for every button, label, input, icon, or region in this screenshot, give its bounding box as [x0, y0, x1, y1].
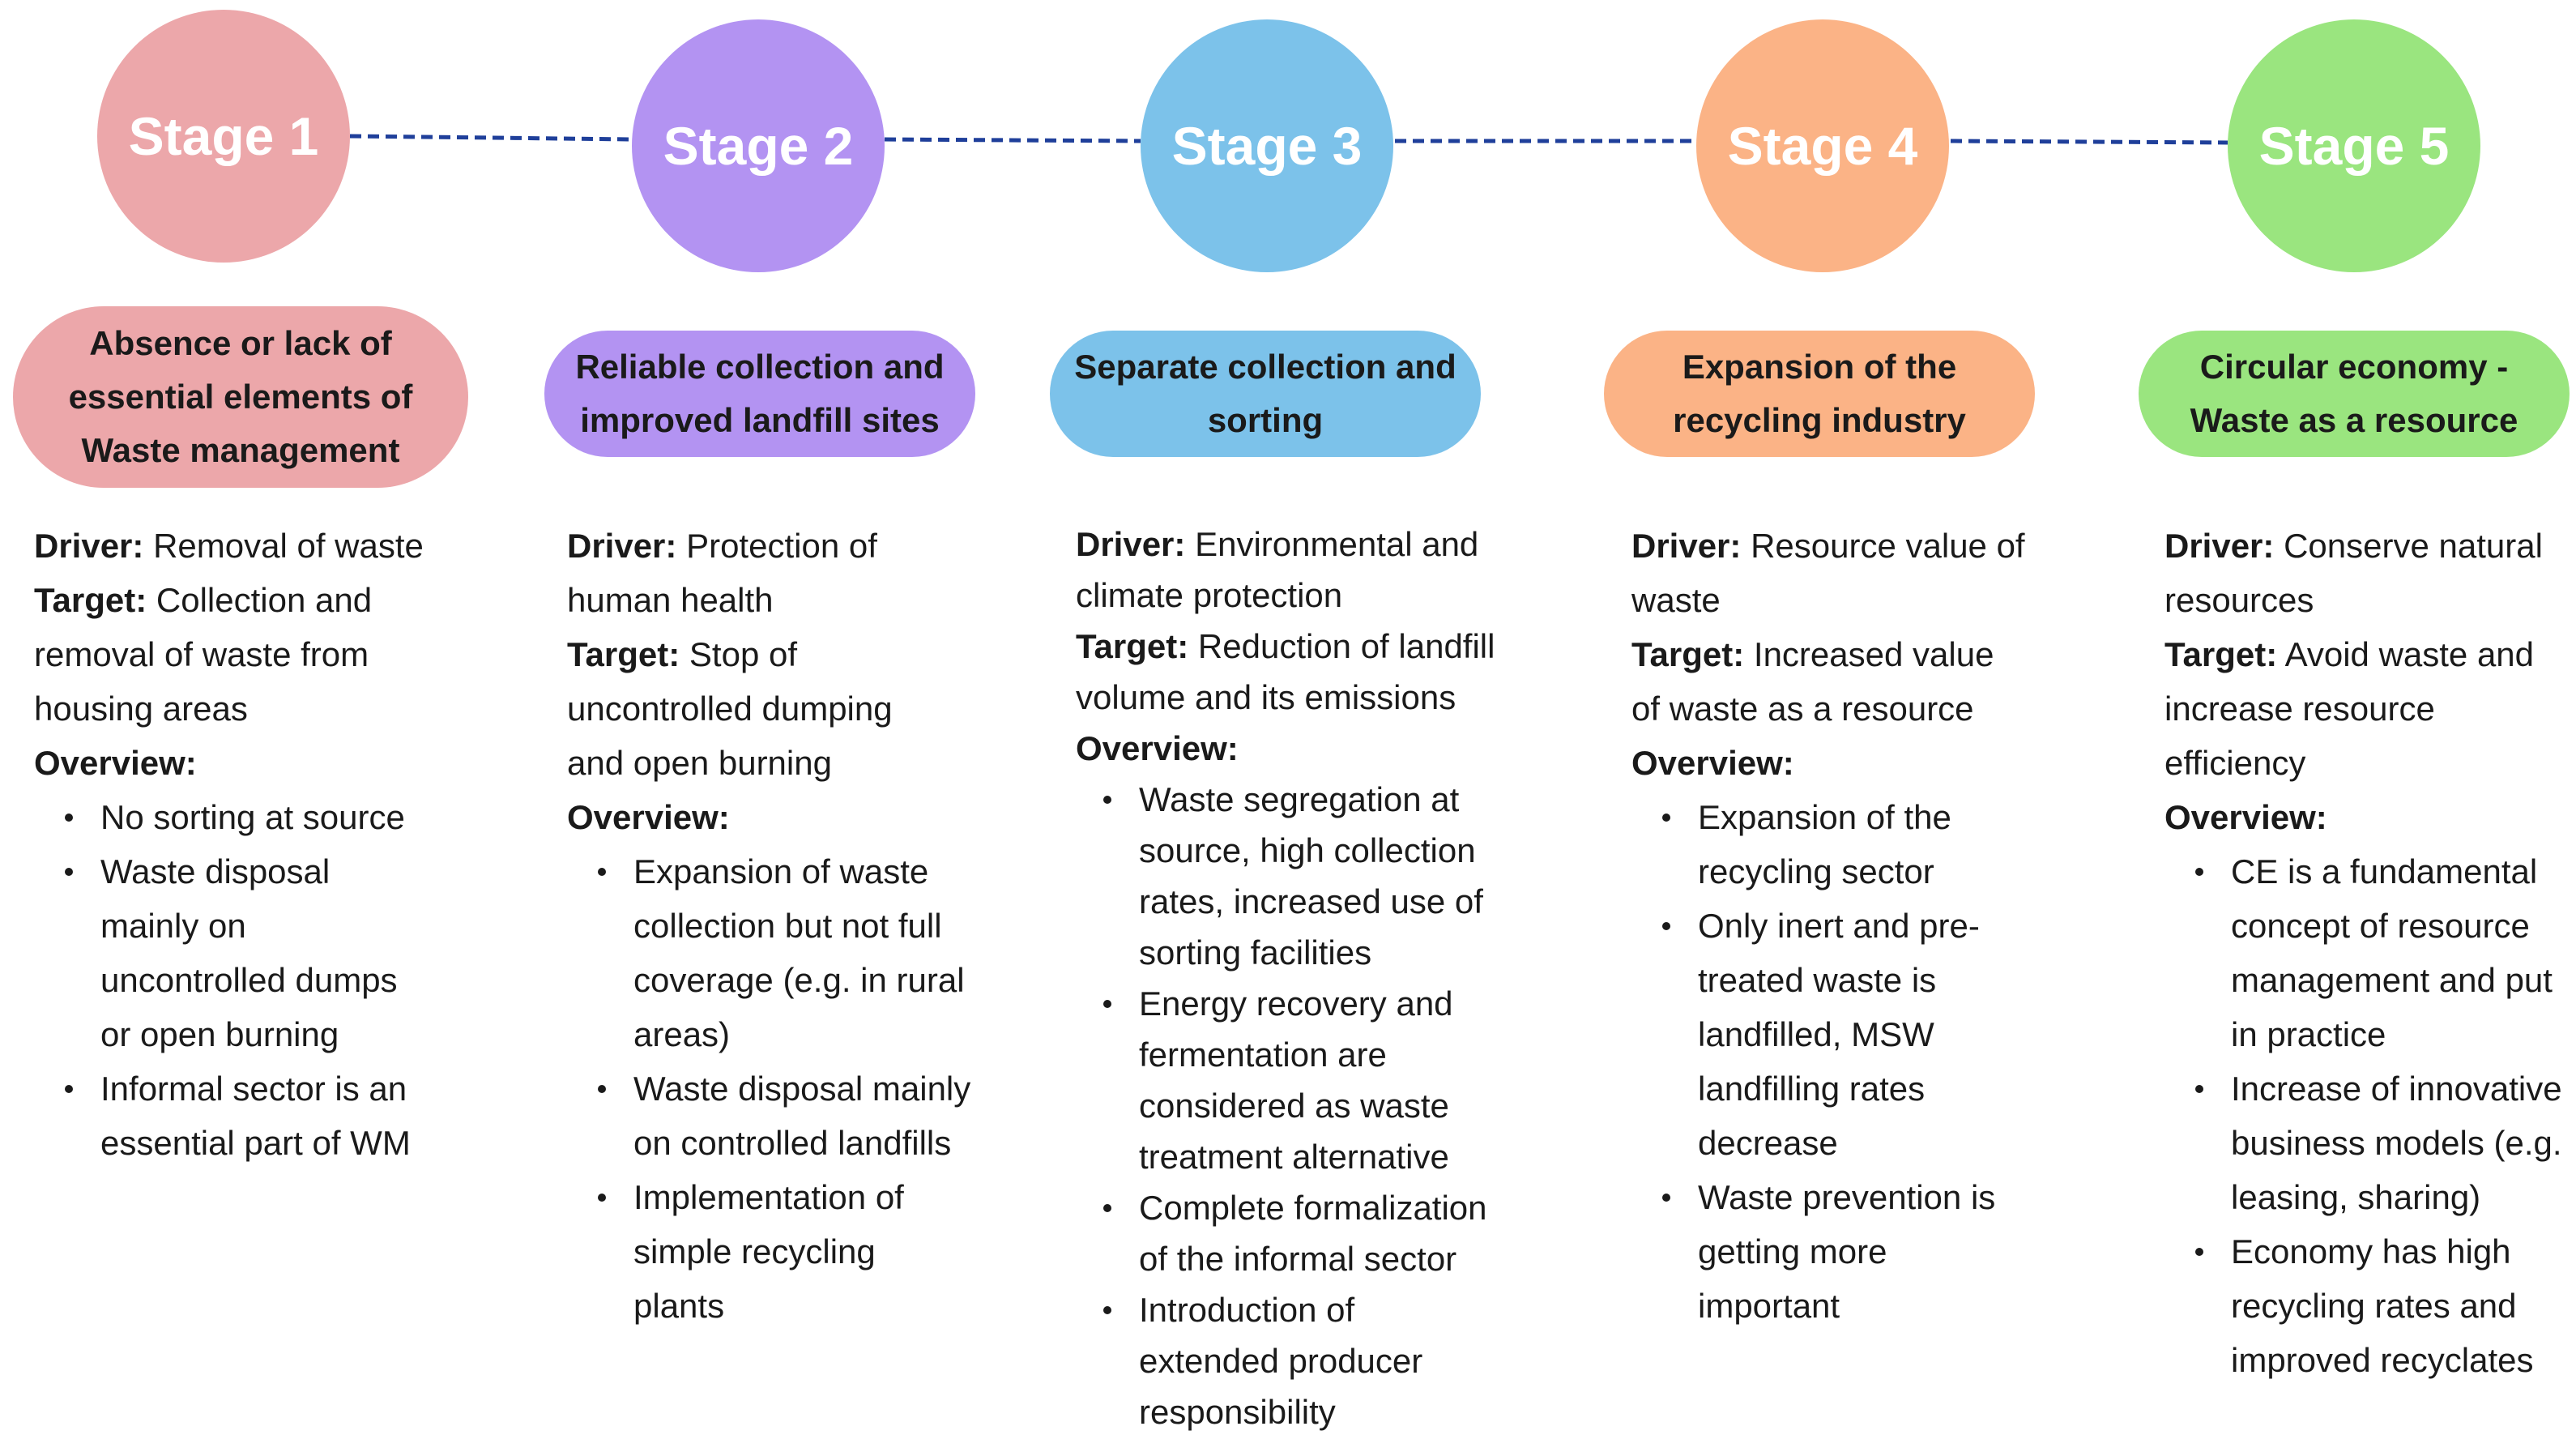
list-item: CE is a fundamental concept of resource … — [2195, 844, 2563, 1061]
stage-2-heading: Reliable collection and improved landfil… — [544, 331, 975, 457]
stage-1-target-value: Collection and removal of waste from hou… — [34, 581, 373, 728]
stage-5-heading-text: Circular economy - Waste as a resource — [2190, 348, 2518, 439]
driver-label: Driver: — [1631, 527, 1742, 565]
stage-2-heading-text: Reliable collection and improved landfil… — [575, 348, 945, 439]
list-item: Waste disposal mainly on uncontrolled du… — [65, 844, 424, 1061]
stage-1-overview-list: No sorting at source Waste disposal main… — [34, 790, 471, 1170]
stage-2-driver-value: Protection of human health — [567, 527, 877, 619]
stage-5-title: Stage 5 — [2258, 116, 2450, 176]
stage-4-heading-text: Expansion of the recycling industry — [1673, 348, 1966, 439]
list-item: Expansion of the recycling sector — [1662, 790, 2022, 899]
stage-2-driver: Driver: Protection of human health — [567, 519, 907, 627]
list-item: Waste segregation at source, high collec… — [1103, 774, 1495, 978]
stage-1-title: Stage 1 — [128, 106, 319, 166]
overview-label: Overview: — [1076, 729, 1239, 767]
list-item: Increase of innovative business models (… — [2195, 1061, 2563, 1224]
stage-2-circle: Stage 2 — [632, 19, 885, 272]
stage-4-circle: Stage 4 — [1696, 19, 1949, 272]
stage-2-target-value: Stop of uncontrolled dumping and open bu… — [567, 635, 893, 782]
stage-5-driver-value: Conserve natural resources — [2164, 527, 2543, 619]
stage-5-target: Target: Avoid waste and increase resourc… — [2164, 627, 2561, 790]
driver-label: Driver: — [34, 527, 144, 565]
stage-4-driver: Driver: Resource value of waste — [1631, 519, 2069, 627]
stage-2-target: Target: Stop of uncontrolled dumping and… — [567, 627, 948, 790]
list-item: Introduction of extended producer respon… — [1103, 1284, 1479, 1437]
target-label: Target: — [1076, 627, 1189, 665]
list-item: No sorting at source — [65, 790, 471, 844]
stage-1-target: Target: Collection and removal of waste … — [34, 573, 471, 736]
connector-4-5 — [1950, 139, 2228, 145]
stage-2-title: Stage 2 — [663, 116, 854, 176]
stage-4-details: Driver: Resource value of waste Target: … — [1631, 519, 2069, 1333]
target-label: Target: — [34, 581, 147, 619]
list-item: Only inert and pre-treated waste is land… — [1662, 899, 2006, 1170]
stage-1-heading: Absence or lack of essential elements of… — [13, 306, 468, 488]
driver-label: Driver: — [567, 527, 677, 565]
stage-3-target-value: Reduction of landfill volume and its emi… — [1076, 627, 1495, 716]
list-item: Waste disposal mainly on controlled land… — [598, 1061, 974, 1170]
driver-label: Driver: — [2164, 527, 2275, 565]
stage-connector-line — [349, 134, 2228, 145]
stage-1-details: Driver: Removal of waste Target: Collect… — [34, 519, 471, 1170]
list-item: Energy recovery and fermentation are con… — [1103, 978, 1479, 1182]
overview-label: Overview: — [1631, 744, 1794, 782]
stage-5-circle: Stage 5 — [2228, 19, 2480, 272]
stage-3-heading-text: Separate collection and sorting — [1074, 348, 1456, 439]
target-label: Target: — [1631, 635, 1745, 673]
stage-5-heading: Circular economy - Waste as a resource — [2139, 331, 2570, 457]
stage-2-overview-list: Expansion of waste collection but not fu… — [567, 844, 988, 1333]
stage-1-circle: Stage 1 — [97, 10, 350, 263]
connector-1-2 — [349, 134, 633, 142]
stage-4-title: Stage 4 — [1727, 116, 1918, 176]
stage-3-driver: Driver: Environmental and climate protec… — [1076, 519, 1489, 621]
stage-1-driver-value: Removal of waste — [153, 527, 424, 565]
driver-label: Driver: — [1076, 525, 1186, 563]
stage-1-heading-text: Absence or lack of essential elements of… — [68, 324, 413, 469]
stage-5-overview-list: CE is a fundamental concept of resource … — [2164, 844, 2570, 1387]
stage-2-details: Driver: Protection of human health Targe… — [567, 519, 988, 1333]
connector-2-3 — [884, 137, 1141, 143]
stage-3-overview-list: Waste segregation at source, high collec… — [1076, 774, 1513, 1437]
target-label: Target: — [567, 635, 680, 673]
stage-4-target-value: Increased value of waste as a resource — [1631, 635, 1994, 728]
stage-3-title: Stage 3 — [1171, 116, 1363, 176]
overview-label: Overview: — [34, 744, 197, 782]
list-item: Expansion of waste collection but not fu… — [598, 844, 988, 1061]
stage-3-details: Driver: Environmental and climate protec… — [1076, 519, 1513, 1437]
stage-4-target: Target: Increased value of waste as a re… — [1631, 627, 2020, 736]
list-item: Waste prevention is getting more importa… — [1662, 1170, 2038, 1333]
overview-label: Overview: — [2164, 798, 2327, 836]
stage-4-overview-list: Expansion of the recycling sector Only i… — [1631, 790, 2069, 1333]
target-label: Target: — [2164, 635, 2278, 673]
list-item: Implementation of simple recycling plant… — [598, 1170, 957, 1333]
stage-5-driver: Driver: Conserve natural resources — [2164, 519, 2570, 627]
stage-3-heading: Separate collection and sorting — [1050, 331, 1481, 457]
stage-3-driver-value: Environmental and climate protection — [1076, 525, 1479, 614]
stage-5-details: Driver: Conserve natural resources Targe… — [2164, 519, 2570, 1387]
stage-1-driver: Driver: Removal of waste — [34, 519, 471, 573]
list-item: Informal sector is an essential part of … — [65, 1061, 441, 1170]
overview-label: Overview: — [567, 798, 730, 836]
stage-3-target: Target: Reduction of landfill volume and… — [1076, 621, 1513, 723]
stage-4-heading: Expansion of the recycling industry — [1604, 331, 2035, 457]
stage-5-target-value: Avoid waste and increase resource effici… — [2164, 635, 2535, 782]
list-item: Complete formalization of the informal s… — [1103, 1182, 1503, 1284]
stage-4-driver-value: Resource value of waste — [1631, 527, 2025, 619]
stage-3-circle: Stage 3 — [1141, 19, 1393, 272]
list-item: Economy has high recycling rates and imp… — [2195, 1224, 2563, 1387]
